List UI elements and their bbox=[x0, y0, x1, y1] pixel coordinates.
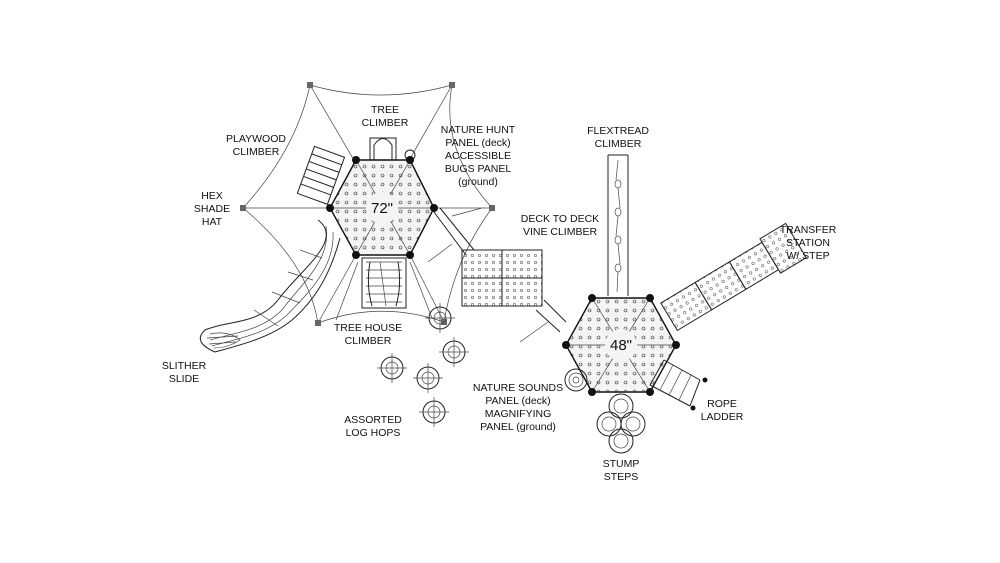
log-hop bbox=[439, 337, 469, 367]
label-assorted-log-hops: ASSORTED LOG HOPS bbox=[344, 414, 402, 439]
label-line: ASSORTED bbox=[344, 414, 402, 426]
label-line: CLIMBER bbox=[233, 146, 280, 158]
stump-steps bbox=[596, 393, 646, 454]
label-nature-sounds: NATURE SOUNDS PANEL (deck) MAGNIFYING PA… bbox=[473, 382, 563, 433]
label-line: LOG HOPS bbox=[346, 427, 401, 439]
deck-to-deck-vine-climber bbox=[427, 207, 567, 343]
label-line: NATURE SOUNDS bbox=[473, 382, 563, 394]
label-deck-to-deck: DECK TO DECK VINE CLIMBER bbox=[521, 213, 599, 238]
label-line: W/ STEP bbox=[786, 250, 829, 262]
label-flextread-climber: FLEXTREAD CLIMBER bbox=[587, 125, 649, 150]
label-line: TRANSFER bbox=[780, 224, 837, 236]
label-line: HAT bbox=[202, 216, 223, 228]
nature-sounds-panel bbox=[564, 368, 588, 392]
lower-deck-48: 48" bbox=[562, 294, 680, 396]
label-nature-hunt: NATURE HUNT PANEL (deck) ACCESSIBLE BUGS… bbox=[441, 124, 516, 188]
log-hop bbox=[425, 303, 455, 333]
label-line: STATION bbox=[786, 237, 830, 249]
hex-shade-hat bbox=[240, 82, 495, 326]
label-line: STUMP bbox=[603, 458, 640, 470]
log-hop bbox=[413, 363, 443, 393]
label-line: MAGNIFYING bbox=[485, 408, 552, 420]
label-line: HEX bbox=[201, 190, 223, 202]
lower-deck-height: 48" bbox=[610, 337, 632, 354]
upper-deck-72: 72" bbox=[326, 156, 438, 259]
playwood-climber bbox=[296, 145, 346, 205]
log-hop bbox=[419, 397, 449, 427]
label-tree-house-climber: TREE HOUSE CLIMBER bbox=[334, 322, 402, 347]
label-line: LADDER bbox=[701, 411, 744, 423]
label-line: PANEL (ground) bbox=[480, 421, 556, 433]
rope-ladder bbox=[649, 359, 708, 411]
label-line: CLIMBER bbox=[362, 117, 409, 129]
label-line: CLIMBER bbox=[595, 138, 642, 150]
upper-deck-height: 72" bbox=[371, 200, 393, 217]
label-line: PANEL (deck) bbox=[445, 137, 510, 149]
label-line: SLITHER bbox=[162, 360, 207, 372]
label-stump-steps: STUMP STEPS bbox=[603, 458, 640, 483]
label-playwood-climber: PLAYWOOD CLIMBER bbox=[226, 133, 286, 158]
label-line: TREE HOUSE bbox=[334, 322, 402, 334]
label-line: DECK TO DECK bbox=[521, 213, 599, 225]
label-line: VINE CLIMBER bbox=[523, 226, 598, 238]
label-line: NATURE HUNT bbox=[441, 124, 516, 136]
label-line: SHADE bbox=[194, 203, 230, 215]
label-line: TREE bbox=[371, 104, 399, 116]
label-line: ACCESSIBLE bbox=[445, 150, 511, 162]
tree-house-climber bbox=[335, 257, 433, 321]
label-line: ROPE bbox=[707, 398, 737, 410]
label-line: STEPS bbox=[604, 471, 638, 483]
label-line: PANEL (deck) bbox=[485, 395, 550, 407]
label-tree-climber: TREE CLIMBER bbox=[362, 104, 409, 129]
assorted-log-hops bbox=[377, 303, 469, 427]
label-slither-slide: SLITHER SLIDE bbox=[162, 360, 207, 385]
log-hop bbox=[377, 353, 407, 383]
slither-slide bbox=[199, 219, 341, 353]
label-transfer-station: TRANSFER STATION W/ STEP bbox=[780, 224, 837, 262]
label-hex-shade-hat: HEX SHADE HAT bbox=[194, 190, 230, 228]
label-line: FLEXTREAD bbox=[587, 125, 649, 137]
label-rope-ladder: ROPE LADDER bbox=[701, 398, 744, 423]
transfer-station bbox=[660, 222, 807, 332]
label-line: SLIDE bbox=[169, 373, 199, 385]
label-line: PLAYWOOD bbox=[226, 133, 286, 145]
flextread-climber bbox=[607, 154, 629, 296]
label-line: (ground) bbox=[458, 176, 498, 188]
label-line: CLIMBER bbox=[345, 335, 392, 347]
label-line: BUGS PANEL bbox=[445, 163, 511, 175]
